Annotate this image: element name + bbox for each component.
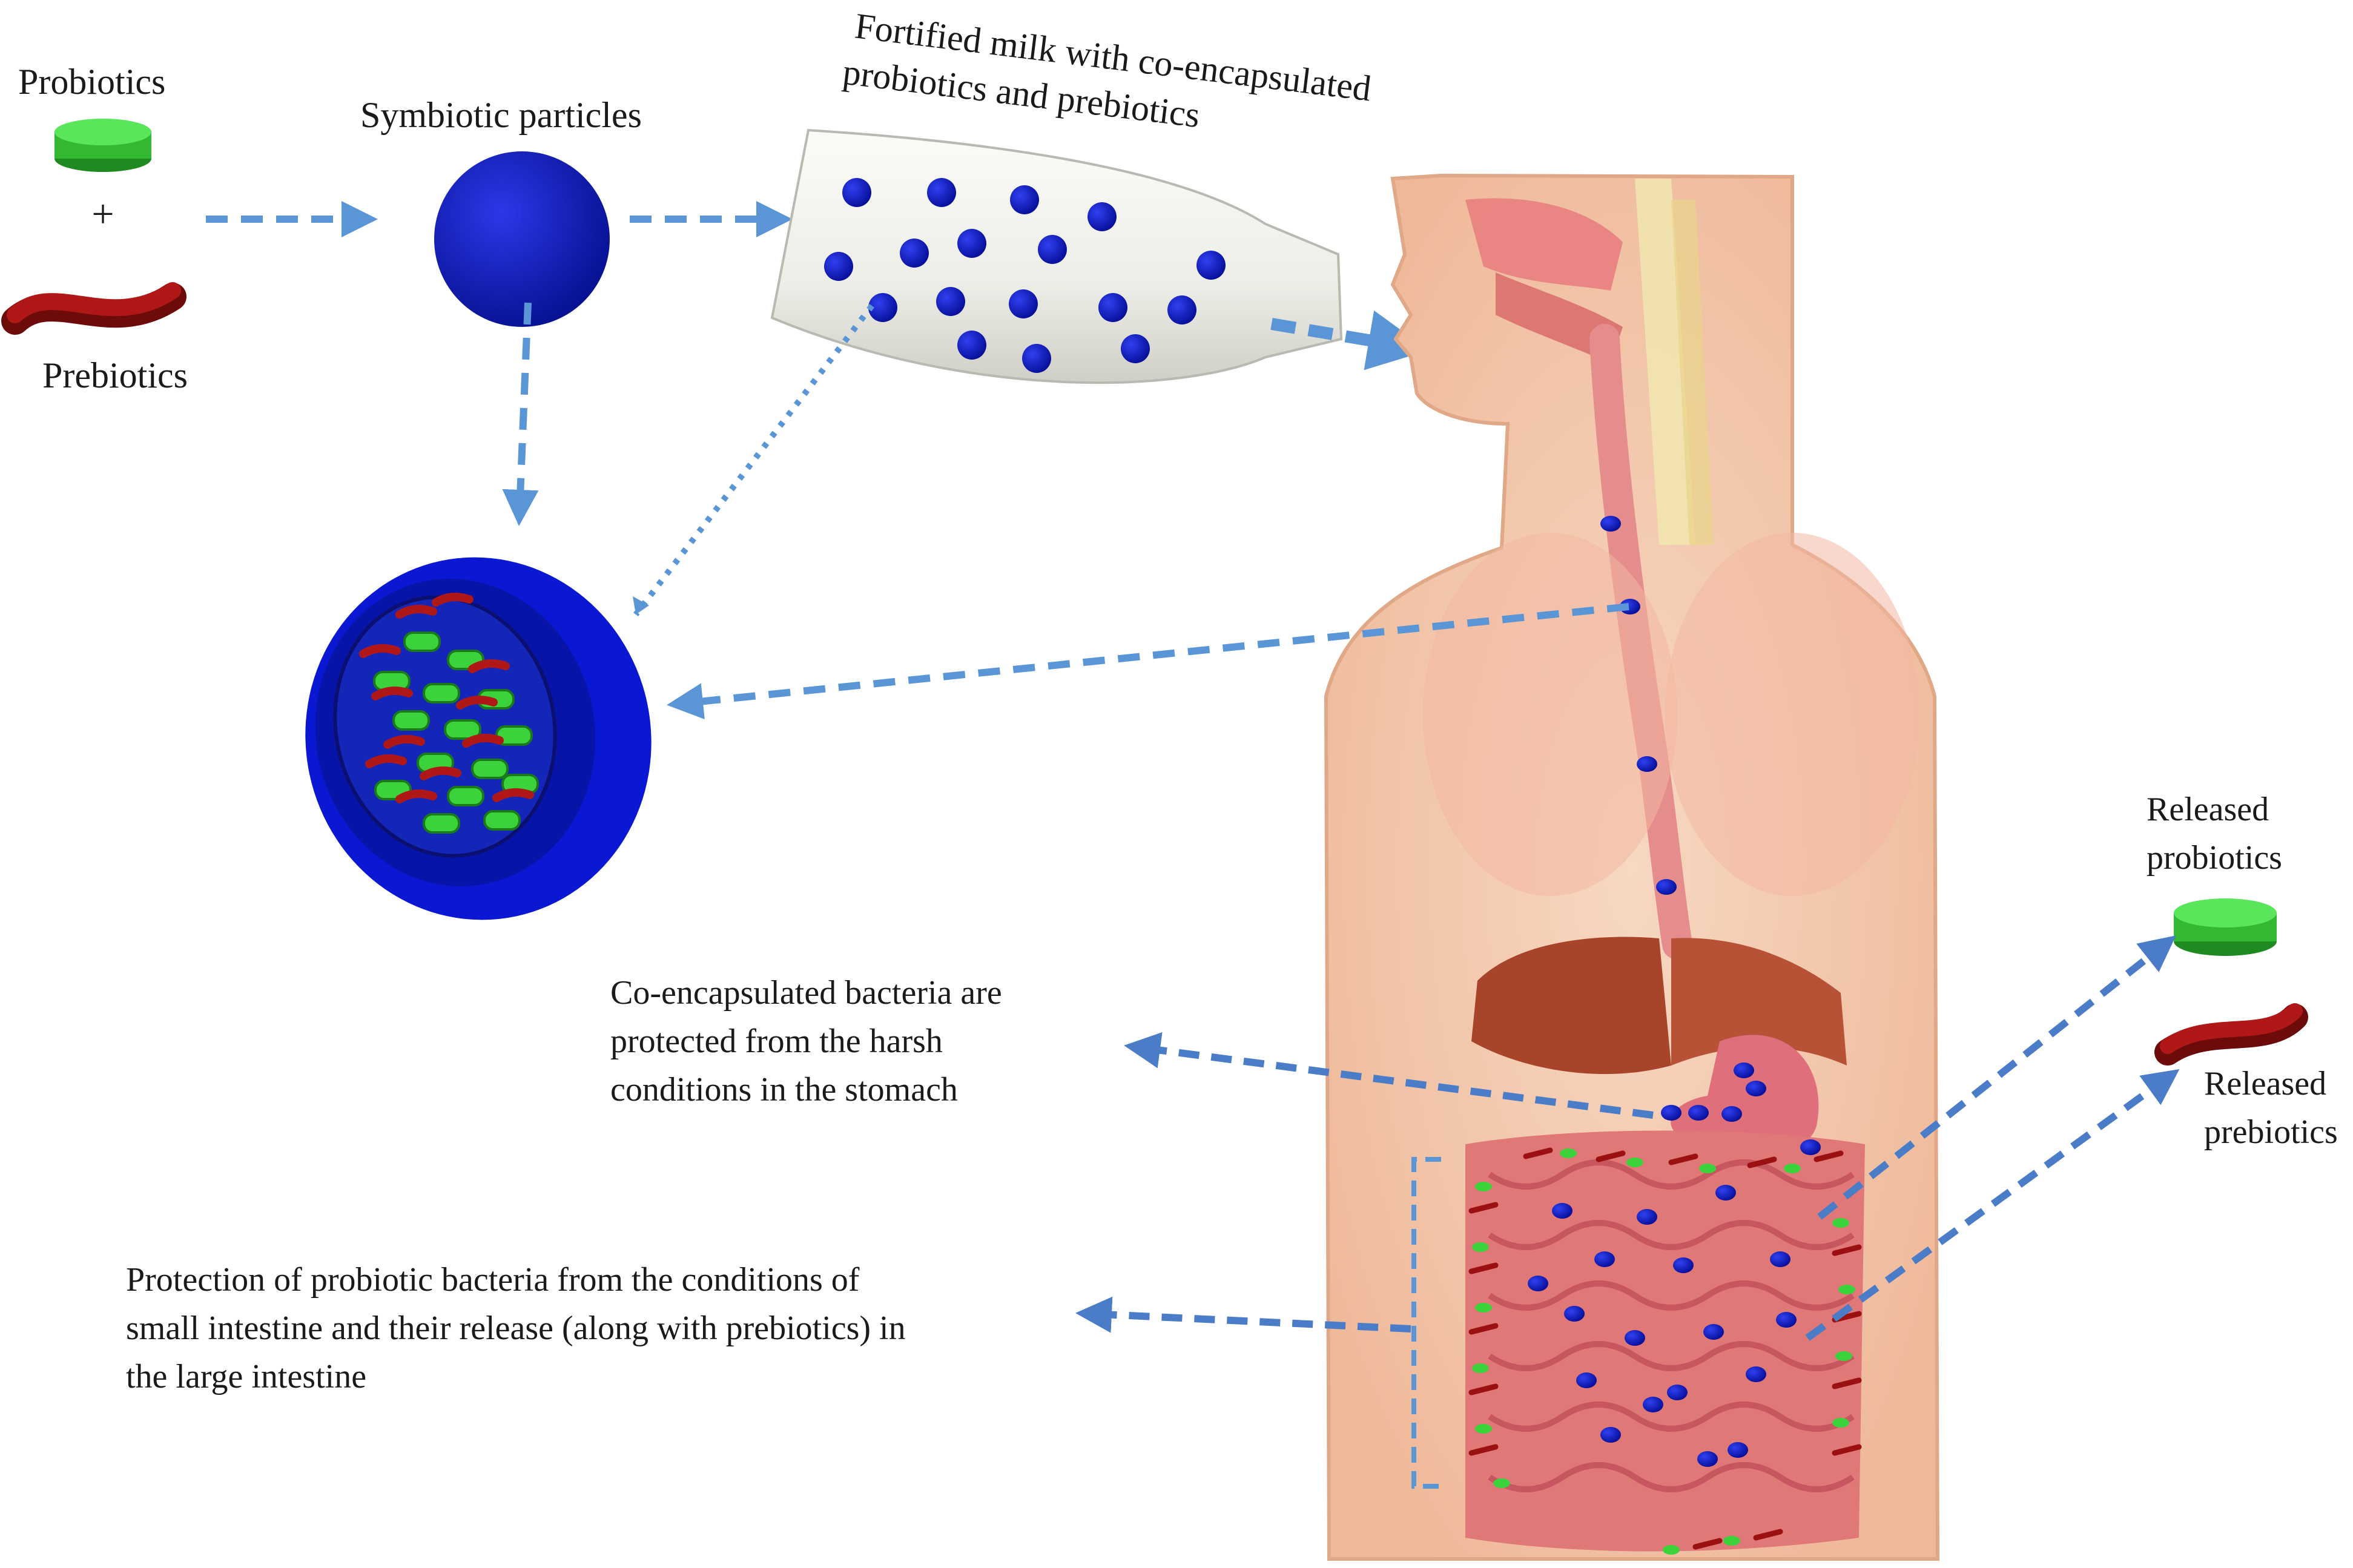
released-probiotics-line1: Released bbox=[2147, 791, 2269, 828]
capsule-cross-section-icon bbox=[305, 557, 652, 920]
released-bacteria bbox=[1468, 1147, 1862, 1555]
arrow-stomach-to-label bbox=[1124, 1032, 1654, 1119]
released-prebiotic-icon bbox=[2154, 1003, 2308, 1066]
released-prebiotics-line1: Released bbox=[2204, 1065, 2326, 1102]
stomach-label-line2: protected from the harsh bbox=[610, 1023, 943, 1060]
released-probiotics-line2: probiotics bbox=[2147, 839, 2282, 877]
arrow-esophagus-to-capsule bbox=[667, 603, 1629, 720]
arrow-bottle-to-mouth bbox=[1270, 310, 1429, 371]
released-probiotic-icon bbox=[2174, 898, 2277, 956]
intestine-label-line1: Protection of probiotic bacteria from th… bbox=[126, 1261, 860, 1299]
plus-sign: + bbox=[91, 192, 114, 236]
particle-sphere-icon bbox=[434, 151, 610, 327]
intestine-label-line3: the large intestine bbox=[126, 1358, 366, 1395]
arrow-to-released-prebiotics bbox=[1805, 1069, 2180, 1341]
arrow-to-released-probiotics bbox=[1817, 935, 2176, 1220]
human-torso-icon bbox=[1324, 173, 1940, 1561]
arrow-particle-to-capsule bbox=[502, 302, 539, 526]
intestine-label-line2: small intestine and their release (along… bbox=[126, 1309, 906, 1347]
intestine-bracket bbox=[1411, 1157, 1441, 1489]
released-prebiotics-line2: prebiotics bbox=[2204, 1113, 2338, 1151]
symbiotic-label: Symbiotic particles bbox=[360, 95, 642, 135]
stomach-label-line1: Co-encapsulated bacteria are bbox=[610, 974, 1002, 1012]
prebiotics-label: Prebiotics bbox=[42, 355, 188, 395]
bottle-particles bbox=[824, 178, 1226, 373]
prebiotic-strand-icon bbox=[1, 282, 186, 335]
probiotics-label: Probiotics bbox=[18, 62, 165, 102]
gi-particles bbox=[1528, 516, 1821, 1467]
stomach-label-line3: conditions in the stomach bbox=[610, 1071, 958, 1108]
arrow-intestine-to-label bbox=[1075, 1296, 1411, 1333]
probiotic-pill-icon bbox=[54, 119, 151, 172]
dotted-zoom-line bbox=[633, 303, 874, 617]
